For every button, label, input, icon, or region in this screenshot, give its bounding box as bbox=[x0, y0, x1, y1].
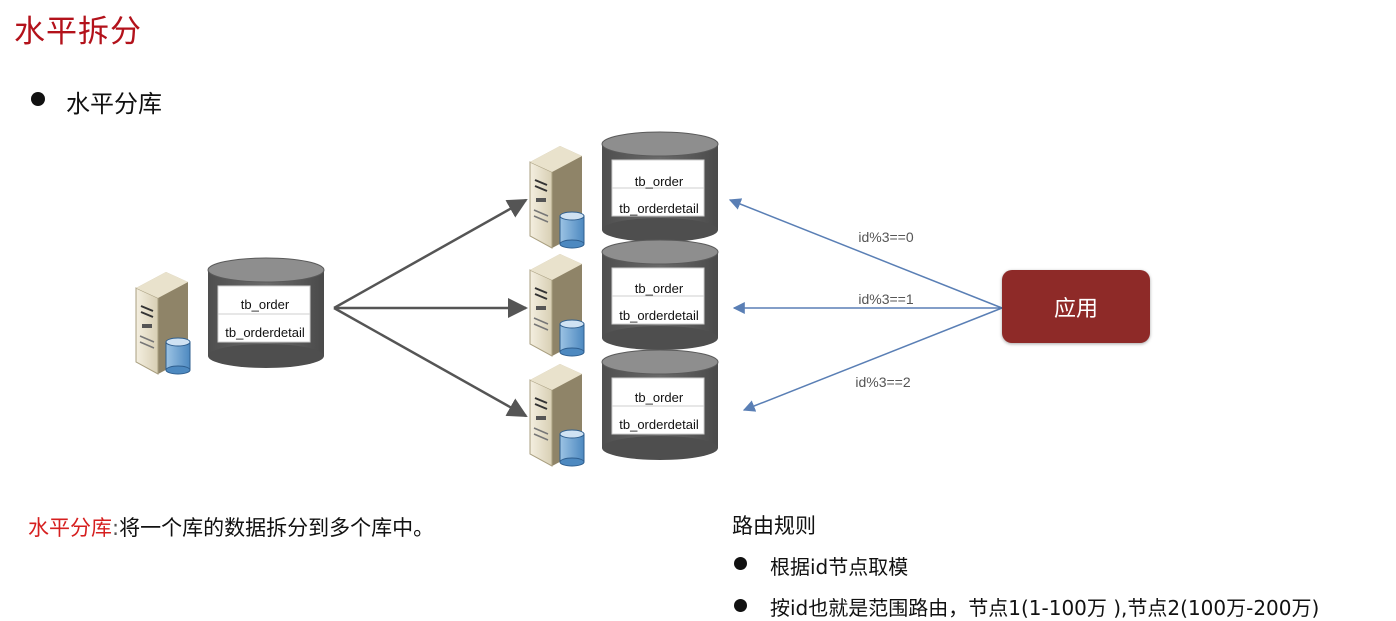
rule-item-2: 按id也就是范围路由，节点1(1-100万 ),节点2(100万-200万) bbox=[770, 596, 1320, 620]
split-arrow-1 bbox=[333, 198, 528, 310]
target-1-table-order: tb_order bbox=[635, 174, 684, 189]
target-database-node-1: tb_order tb_orderdetail bbox=[529, 131, 719, 249]
routing-rules-title: 路由规则 bbox=[732, 514, 816, 538]
target-2-table-orderdetail: tb_orderdetail bbox=[619, 308, 699, 323]
subtitle: 水平分库 bbox=[66, 90, 162, 118]
source-database-node: tb_order tb_orderdetail bbox=[135, 257, 325, 375]
target-database-node-2: tb_order tb_orderdetail bbox=[529, 239, 719, 357]
target-3-table-orderdetail: tb_orderdetail bbox=[619, 417, 699, 432]
target-3-table-order: tb_order bbox=[635, 390, 684, 405]
page-title: 水平拆分 bbox=[14, 14, 142, 50]
description-term: 水平分库 bbox=[28, 516, 112, 540]
application-node: 应用 bbox=[1002, 270, 1150, 343]
route-label-2: id%3==2 bbox=[855, 374, 910, 390]
route-arrows: id%3==0 id%3==1 id%3==2 bbox=[728, 198, 1003, 412]
split-arrows bbox=[333, 198, 528, 418]
route-arrow-2 bbox=[742, 307, 1003, 412]
target-1-table-orderdetail: tb_orderdetail bbox=[619, 201, 699, 216]
description-text: 将一个库的数据拆分到多个库中。 bbox=[119, 516, 435, 540]
route-arrow-0 bbox=[728, 198, 1003, 309]
description-separator: : bbox=[112, 516, 120, 540]
bullet-dot bbox=[31, 92, 45, 106]
target-2-table-order: tb_order bbox=[635, 281, 684, 296]
target-database-node-3: tb_order tb_orderdetail bbox=[529, 349, 719, 467]
rule-item-1: 根据id节点取模 bbox=[770, 555, 909, 579]
route-label-1: id%3==1 bbox=[858, 291, 913, 307]
route-label-0: id%3==0 bbox=[858, 229, 913, 245]
rule-bullet-1 bbox=[734, 557, 747, 570]
source-table-order: tb_order bbox=[241, 297, 290, 312]
source-table-orderdetail: tb_orderdetail bbox=[225, 325, 305, 340]
rule-bullet-2 bbox=[734, 599, 747, 612]
description-line: 水平分库:将一个库的数据拆分到多个库中。 bbox=[28, 512, 434, 542]
split-arrow-3 bbox=[333, 306, 528, 418]
